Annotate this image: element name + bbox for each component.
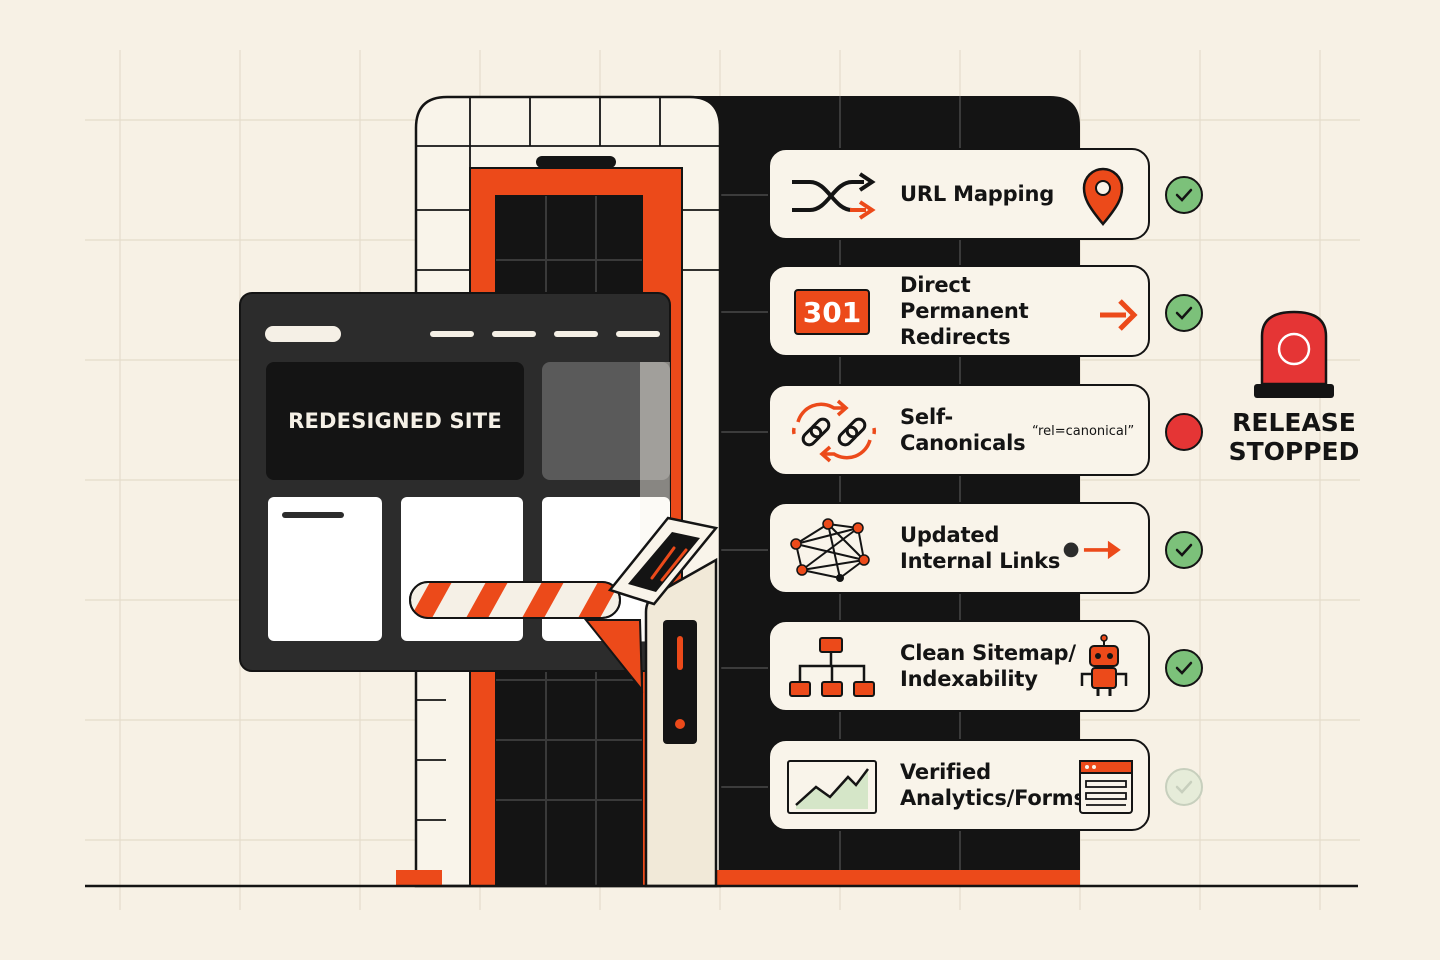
release-stopped-label: RELEASE STOPPED [1224,408,1364,466]
arrow-right-icon [1100,299,1138,331]
checklist-card-url-mapping: URL Mapping [768,148,1150,240]
checklist-card-self-canonicals: Self-Canonicals “rel=canonical” [768,384,1150,476]
canonical-links-icon [791,399,877,463]
siren-light-icon [1254,310,1334,398]
map-pin-icon [1082,167,1124,226]
status-passed-redirects [1165,294,1203,332]
status-passed-sitemap [1165,649,1203,687]
canonical-tag: “rel=canonical” [1032,424,1135,439]
sitemap-tree-icon [789,637,875,697]
redirect-301-icon: 301 [794,289,870,335]
check-icon [1175,543,1193,557]
check-icon [1175,780,1193,794]
form-window-icon [1079,760,1133,814]
check-icon [1175,661,1193,675]
check-icon [1175,188,1193,202]
turnstile-post [583,516,719,888]
robot-icon [1080,634,1128,696]
status-failed-self-canonicals [1165,413,1203,451]
checklist-label: Self-Canonicals [900,405,1026,455]
checklist-card-sitemap: Clean Sitemap/Indexability [768,620,1150,712]
site-title: REDESIGNED SITE [288,409,502,433]
checklist-label: URL Mapping [900,182,1055,206]
release-line-1: RELEASE [1232,408,1356,437]
redirect-301-badge: 301 [802,295,862,329]
analytics-chart-icon [787,760,877,814]
dot-arrow-icon [1063,540,1121,560]
status-pending-analytics [1165,768,1203,806]
barrier-arm [409,581,621,619]
checklist-label: Clean Sitemap/Indexability [900,641,1076,691]
link-network-icon [790,518,870,582]
shuffle-arrows-icon [792,172,876,220]
status-passed-internal-links [1165,531,1203,569]
redesigned-site-window [239,292,671,672]
release-line-2: STOPPED [1228,437,1360,466]
check-icon [1175,306,1193,320]
status-passed-url-mapping [1165,176,1203,214]
